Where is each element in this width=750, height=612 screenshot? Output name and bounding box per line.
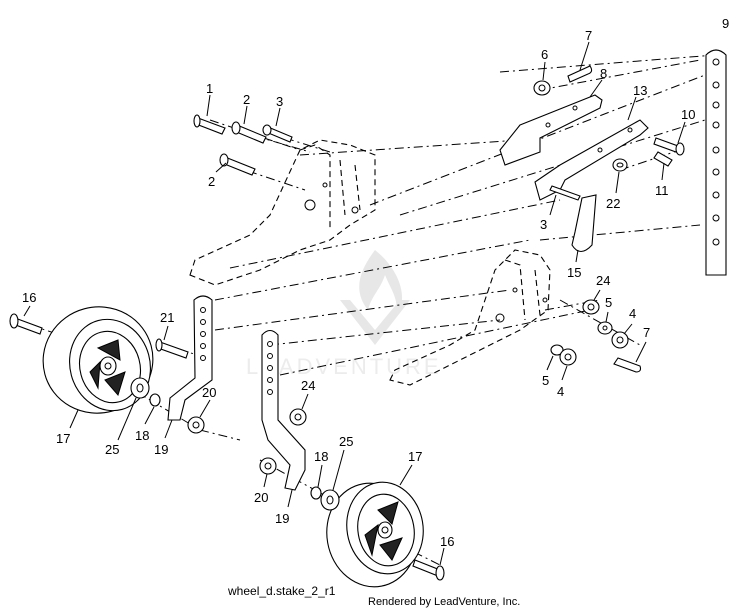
tiller-frame-lower — [389, 249, 551, 386]
wheel-right — [326, 481, 424, 588]
callout-2: 2 — [208, 174, 215, 189]
wheel-bracket-right — [261, 329, 306, 491]
depth-stake-bar — [705, 49, 727, 276]
right-hardware — [550, 299, 642, 373]
callout-24: 24 — [301, 378, 315, 393]
callout-13: 13 — [633, 83, 647, 98]
diagram-caption: wheel_d.stake_2_r1 — [228, 584, 336, 598]
callout-22: 22 — [606, 196, 620, 211]
assembly-lines — [29, 54, 716, 566]
callout-6: 6 — [541, 47, 548, 62]
callout-17: 17 — [56, 431, 70, 446]
callout-20: 20 — [254, 490, 268, 505]
callout-9: 9 — [722, 16, 729, 31]
callout-25: 25 — [339, 434, 353, 449]
axle-bolt-right — [412, 559, 445, 581]
tiller-frame-upper — [189, 139, 376, 286]
stake-bracket-lower — [534, 119, 649, 201]
callout-11: 11 — [655, 183, 669, 198]
callout-2: 2 — [243, 92, 250, 107]
callout-16: 16 — [440, 534, 454, 549]
callout-16: 16 — [22, 290, 36, 305]
axle-bolt-left — [9, 313, 43, 335]
callout-15: 15 — [567, 265, 581, 280]
callout-5: 5 — [542, 373, 549, 388]
bracket-bolt — [155, 338, 189, 359]
callout-19: 19 — [275, 511, 289, 526]
bracket-hardware — [549, 151, 673, 201]
callout-7: 7 — [585, 28, 592, 43]
callout-8: 8 — [600, 66, 607, 81]
callout-19: 19 — [154, 442, 168, 457]
callout-5: 5 — [605, 295, 612, 310]
stake-bracket-upper — [499, 94, 603, 166]
callout-3: 3 — [276, 94, 283, 109]
callout-7: 7 — [643, 325, 650, 340]
callout-17: 17 — [408, 449, 422, 464]
callout-10: 10 — [681, 107, 695, 122]
callout-24: 24 — [596, 273, 610, 288]
callout-18: 18 — [314, 449, 328, 464]
callout-25: 25 — [105, 442, 119, 457]
callout-3: 3 — [540, 217, 547, 232]
callout-labels: 1 2 3 2 6 7 8 9 13 10 11 22 3 15 24 5 4 … — [22, 16, 729, 549]
callout-20: 20 — [202, 385, 216, 400]
frame-bolts — [193, 114, 293, 176]
leader-lines — [23, 41, 686, 566]
callout-18: 18 — [135, 428, 149, 443]
top-hardware — [533, 65, 593, 96]
wheel-bracket-left — [167, 295, 213, 421]
rendered-by-credit: Rendered by LeadVenture, Inc. — [368, 596, 521, 608]
wheel-hardware — [130, 377, 340, 511]
clevis-pin — [653, 137, 685, 156]
callout-4: 4 — [557, 384, 564, 399]
callout-4: 4 — [629, 306, 636, 321]
callout-1: 1 — [206, 81, 213, 96]
wheel-left — [42, 306, 154, 414]
callout-21: 21 — [160, 310, 174, 325]
stake-clip — [571, 194, 597, 253]
